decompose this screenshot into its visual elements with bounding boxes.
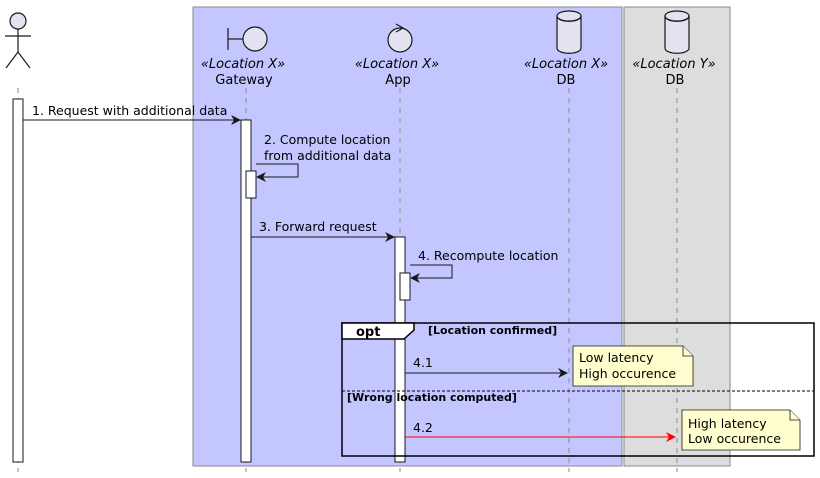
note-2-line1: High latency [688,416,767,431]
gateway-stereotype: «Location X» [201,57,285,72]
opt-keyword: opt [356,325,380,340]
activation-app-self [399,272,411,301]
control-icon [387,23,413,53]
note-1-line2: High occurence [579,366,676,381]
activation-app [394,236,406,463]
activation-user [12,98,24,463]
database-icon [556,10,582,54]
opt-tab [341,322,415,340]
opt-guard-2: [Wrong location computed] [347,391,517,404]
note-2 [681,409,801,451]
note-1-line1: Low latency [579,350,654,365]
opt-fragment [341,322,815,457]
note-2-line2: Low occurence [688,431,781,446]
opt-guard-1: [Location confirmed] [428,324,557,337]
message-1-label: 1. Request with additional data [32,103,227,118]
message-4-label: 4. Recompute location [418,248,558,263]
boundary-icon [227,26,268,52]
message-2-label-line2: from additional data [264,148,391,163]
message-3-label: 3. Forward request [259,219,377,234]
note-1 [572,345,694,387]
database-icon [664,10,690,54]
activation-gateway [240,119,252,463]
actor-icon [5,12,31,69]
note-2-fold [789,410,800,421]
message-2-arrow [256,163,299,182]
db-y-name: DB [666,73,685,88]
db-y-stereotype: «Location Y» [632,57,715,72]
message-4-1-label: 4.1 [413,355,433,370]
db-x-name: DB [557,73,576,88]
message-2-label-line1: 2. Compute location [264,132,390,147]
db-x-stereotype: «Location X» [524,57,608,72]
message-4-2-label: 4.2 [413,420,433,435]
gateway-name: Gateway [215,73,273,88]
note-1-fold [682,346,693,357]
message-4-arrow [410,264,453,283]
app-stereotype: «Location X» [355,57,439,72]
app-name: App [385,73,410,88]
activation-gateway-self [245,170,257,199]
